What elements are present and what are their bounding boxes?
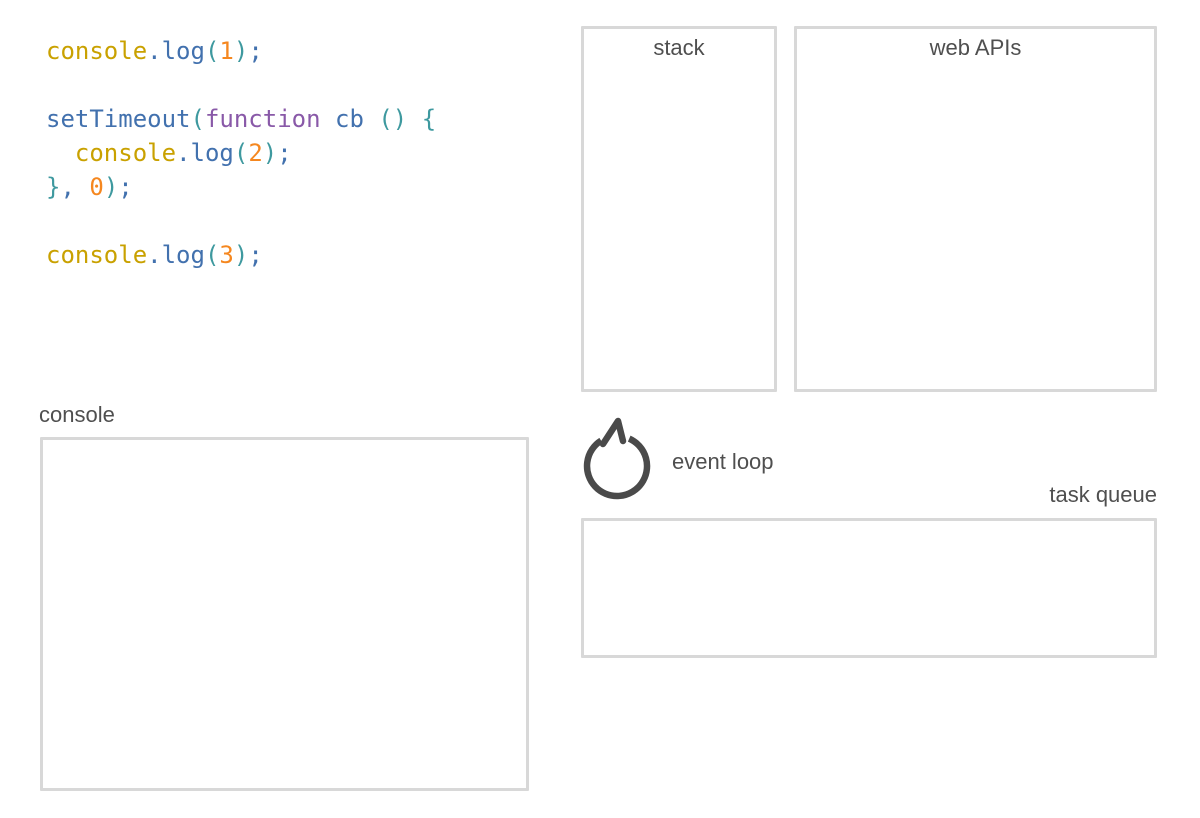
stack-panel: stack bbox=[581, 26, 777, 392]
web-apis-panel: web APIs bbox=[794, 26, 1157, 392]
code-line: console.log(3); bbox=[46, 241, 263, 269]
code-line: }, 0); bbox=[46, 173, 133, 201]
code-line: console.log(1); bbox=[46, 37, 263, 65]
code-line: console.log(2); bbox=[74, 139, 292, 167]
console-panel bbox=[40, 437, 529, 791]
console-label: console bbox=[39, 402, 115, 427]
event-loop: event loop bbox=[581, 415, 774, 503]
code-line bbox=[46, 68, 436, 102]
task-queue-panel bbox=[581, 518, 1157, 658]
code-editor[interactable]: console.log(1); setTimeout(function cb (… bbox=[46, 34, 436, 272]
code-line bbox=[46, 204, 436, 238]
circular-arrow-icon bbox=[583, 417, 651, 500]
stack-label: stack bbox=[653, 35, 705, 60]
event-loop-label: event loop bbox=[672, 449, 774, 474]
code-line: setTimeout(function cb () { bbox=[46, 105, 437, 133]
task-queue-label: task queue bbox=[1049, 482, 1157, 507]
web-apis-label: web APIs bbox=[929, 35, 1022, 60]
